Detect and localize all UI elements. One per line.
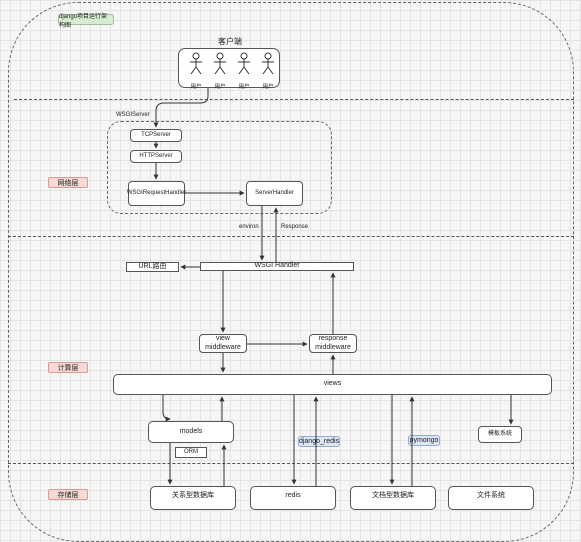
orm-box: ORM xyxy=(175,447,207,458)
response-label: Response xyxy=(281,224,309,230)
environ-label: environ xyxy=(239,224,259,230)
url-routing-box: URL路由 xyxy=(126,262,179,272)
user-actor: 用户 xyxy=(234,52,254,90)
wsgi-request-handler-box: WSGIRequestHandler xyxy=(127,181,186,206)
separator-compute-storage xyxy=(8,463,574,464)
wsgi-server-region xyxy=(107,121,332,214)
user-icon xyxy=(214,52,226,75)
user-label: 用户 xyxy=(262,84,274,90)
user-label: 用户 xyxy=(238,84,250,90)
wsgi-handler-box: WSGI Handler xyxy=(200,262,354,271)
separator-network-compute xyxy=(8,236,574,237)
server-handler-box: ServerHandler xyxy=(246,181,303,206)
django-redis-tag: django_redis xyxy=(298,436,340,447)
network-layer-tag: 网络层 xyxy=(48,177,88,188)
user-icon xyxy=(262,52,274,75)
httpserver-box: HTTPServer xyxy=(130,150,182,163)
user-icon xyxy=(190,52,202,75)
wsgi-server-label: WSGIServer xyxy=(116,112,150,118)
separator-client-network xyxy=(14,99,574,100)
views-box: views xyxy=(113,374,552,395)
arrow-views-to-models xyxy=(162,395,171,422)
user-label: 用户 xyxy=(214,84,226,90)
pymongo-tag: pymongo xyxy=(408,435,440,446)
template-system-box: 模板系统 xyxy=(478,426,522,443)
arrow-client-to-tcp xyxy=(153,88,209,128)
view-middleware-box: view middleware xyxy=(199,334,247,353)
response-middleware-box: response middleware xyxy=(309,334,357,353)
compute-layer-tag: 计算层 xyxy=(48,362,88,373)
connector-arrows xyxy=(153,88,514,486)
user-icon xyxy=(238,52,250,75)
tcpserver-box: TCPServer xyxy=(130,129,182,142)
models-box: models xyxy=(148,421,234,443)
user-label: 用户 xyxy=(190,84,202,90)
user-actor: 用户 xyxy=(186,52,206,90)
user-actor: 用户 xyxy=(258,52,278,90)
user-actor: 用户 xyxy=(210,52,230,90)
client-title: 客户端 xyxy=(218,37,242,46)
